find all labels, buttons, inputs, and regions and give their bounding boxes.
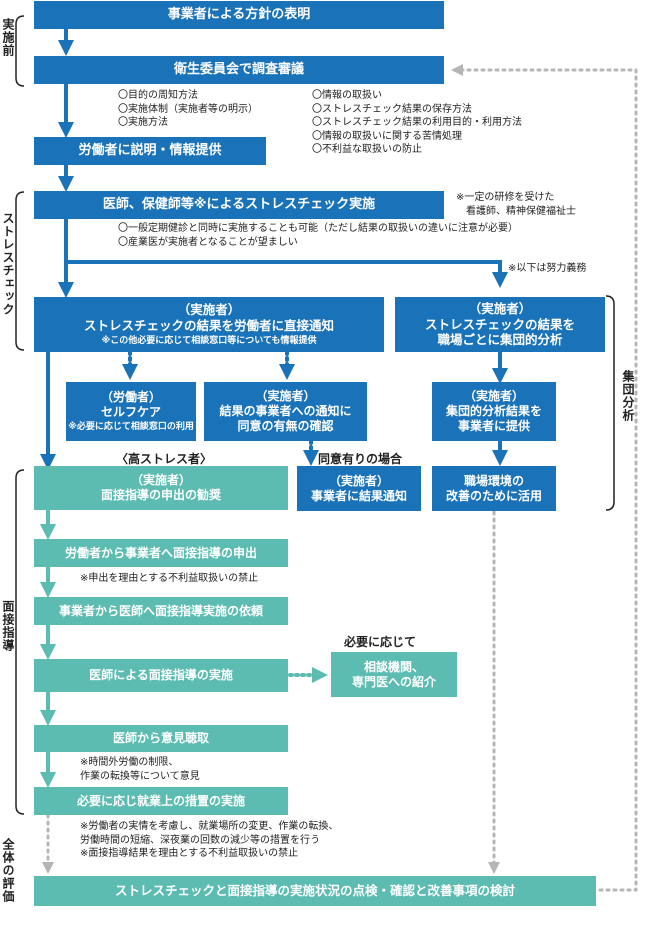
- review-box: ストレスチェックと面接指導の実施状況の点検・確認と改善事項の検討: [34, 876, 596, 906]
- group-line2: 職場ごとに集団的分析: [437, 332, 563, 348]
- notify-role: （実施者）: [328, 473, 389, 488]
- request-box: 労働者から事業者へ面接指導の申出: [34, 539, 288, 567]
- note-line: ※時間外労働の制限、: [80, 757, 179, 768]
- explain-text: 労働者に説明・情報提供: [78, 142, 222, 158]
- improve-line1: 職場環境の: [463, 473, 524, 488]
- bracket-interview: [15, 469, 25, 815]
- note-line: 〇情報の取扱いに関する苦情処理: [312, 130, 462, 142]
- consent-role: （実施者）: [255, 389, 316, 403]
- phase-before-label: 実施前: [1, 18, 15, 57]
- consent-line2: 同意の有無の確認: [237, 419, 334, 433]
- note-line: 〇目的の周知方法: [118, 90, 198, 101]
- direct-notify-text: ストレスチェックの結果を労働者に直接通知: [83, 317, 334, 333]
- consent-box: （実施者） 結果の事業者への通知に 同意の有無の確認: [204, 382, 367, 441]
- trained-note: ※一定の研修を受けた 看護師、精神保健福祉士: [456, 191, 576, 218]
- consent-yes-label: 同意有りの場合: [318, 452, 403, 466]
- direct-notify-sub: ※この他必要に応じて相談窓口等についても情報提供: [101, 335, 317, 346]
- note-line: 〇不利益な取扱いの防止: [312, 144, 422, 155]
- note-line: 〇実施体制（実施者等の明示）: [118, 103, 258, 115]
- explain-box: 労働者に説明・情報提供: [34, 137, 266, 165]
- policy-box: 事業者による方針の表明: [34, 1, 444, 29]
- recommend-text: 面接指導の申出の勧奨: [100, 488, 221, 502]
- group-analysis-box: （実施者） ストレスチェックの結果を 職場ごとに集団的分析: [395, 297, 605, 352]
- consent-line1: 結果の事業者への通知に: [219, 404, 352, 418]
- opinion-box: 医師から意見聴取: [34, 725, 288, 752]
- bracket-before: [15, 15, 25, 87]
- phase-interview-label: 面接指導: [1, 600, 15, 652]
- note-line: ※面接指導結果を理由とする不利益取扱いの禁止: [80, 848, 299, 859]
- recommend-box: （実施者） 面接指導の申出の勧奨: [34, 466, 288, 510]
- opinion-text: 医師から意見聴取: [112, 731, 209, 745]
- provide-role: （実施者）: [463, 389, 524, 403]
- implement-box: 医師、保健師等※によるストレスチェック実施: [34, 191, 444, 219]
- doctor-interview-text: 医師による面接指導の実施: [89, 668, 233, 682]
- policy-text: 事業者による方針の表明: [167, 6, 311, 22]
- note-line: ※労働者の実情を考慮し、就業場所の変更、作業の転換、: [80, 821, 339, 832]
- request-note: ※申出を理由とする不利益取扱いの禁止: [80, 573, 259, 584]
- bracket-group: [605, 295, 615, 511]
- note-line: 〇情報の取扱い: [312, 90, 382, 101]
- phase-overall-label: 全体の評価: [1, 838, 15, 903]
- provide-line2: 事業者に提供: [457, 419, 530, 433]
- arrow-implement-group: [66, 260, 508, 288]
- referral-line2: 専門医への紹介: [351, 674, 436, 689]
- high-stress-label: 〈高ストレス者〉: [116, 452, 213, 466]
- ask-doctor-text: 事業者から医師へ面接指導実施の依頼: [58, 603, 263, 618]
- as-needed-label: 必要に応じて: [344, 635, 417, 649]
- committee-box: 衛生委員会で調査審議: [34, 56, 444, 84]
- note-line: 労働時間の短縮、深夜業の回数の減少等の措置を行う: [80, 834, 320, 846]
- review-text: ストレスチェックと面接指導の実施状況の点検・確認と改善事項の検討: [114, 883, 515, 899]
- phase-stress-check-label: ストレスチェック: [1, 212, 15, 316]
- request-text: 労働者から事業者へ面接指導の申出: [64, 545, 257, 560]
- measures-box: 必要に応じ就業上の措置の実施: [34, 787, 288, 815]
- measures-text: 必要に応じ就業上の措置の実施: [76, 793, 245, 808]
- selfcare-box: （労働者） セルフケア ※必要に応じて相談窓口の利用: [66, 382, 196, 441]
- selfcare-sub: ※必要に応じて相談窓口の利用: [68, 421, 194, 432]
- note-line: 作業の転換等について意見: [80, 770, 200, 782]
- phase-group-analysis-label: 集団分析: [621, 370, 635, 422]
- committee-notes-left: 〇目的の周知方法 〇実施体制（実施者等の明示） 〇実施方法: [118, 89, 258, 130]
- doctor-interview-box: 医師による面接指導の実施: [34, 659, 288, 692]
- notify-box: （実施者） 事業者に結果通知: [297, 466, 421, 511]
- improve-box: 職場環境の 改善のために活用: [432, 466, 556, 511]
- committee-notes-right: 〇情報の取扱い 〇ストレスチェック結果の保存方法 〇ストレスチェック結果の利用目…: [312, 89, 522, 157]
- note-line: 〇ストレスチェック結果の利用目的・利用方法: [312, 117, 522, 128]
- opinion-notes: ※時間外労働の制限、 作業の転換等について意見: [80, 756, 200, 783]
- group-role: （実施者）: [468, 301, 532, 317]
- implement-text: 医師、保健師等※によるストレスチェック実施: [102, 196, 376, 212]
- bracket-stress-check: [15, 191, 25, 351]
- provide-box: （実施者） 集団的分析結果を 事業者に提供: [432, 382, 556, 441]
- implement-notes: 〇一般定期健診と同時に実施することも可能（ただし結果の取扱いの違いに注意が必要）…: [118, 222, 518, 249]
- dotted-feedback-loop: [451, 64, 638, 892]
- direct-notify-box: （実施者） ストレスチェックの結果を労働者に直接通知 ※この他必要に応じて相談窓…: [34, 297, 384, 352]
- note-line: 〇一般定期健診と同時に実施することも可能（ただし結果の取扱いの違いに注意が必要）: [118, 223, 518, 234]
- improve-line2: 改善のために活用: [445, 488, 542, 503]
- recommend-role: （実施者）: [130, 473, 191, 487]
- provide-line1: 集団的分析結果を: [445, 404, 542, 418]
- selfcare-text: セルフケア: [100, 404, 161, 419]
- note-line: 〇ストレスチェック結果の保存方法: [312, 103, 472, 115]
- committee-text: 衛生委員会で調査審議: [173, 61, 304, 77]
- direct-notify-role: （実施者）: [177, 302, 241, 318]
- note-line: 〇実施方法: [118, 117, 168, 128]
- referral-box: 相談機関、 専門医への紹介: [331, 652, 457, 697]
- ask-doctor-box: 事業者から医師へ面接指導実施の依頼: [34, 597, 288, 625]
- selfcare-role: （労働者）: [100, 389, 161, 404]
- note-line: ※一定の研修を受けた: [456, 192, 555, 203]
- effort-note: ※以下は努力義務: [508, 263, 587, 274]
- note-line: 看護師、精神保健福祉士: [466, 205, 576, 217]
- referral-line1: 相談機関、: [363, 659, 424, 674]
- group-line1: ストレスチェックの結果を: [424, 316, 575, 332]
- note-line: 〇産業医が実施者となることが望ましい: [118, 236, 298, 248]
- notify-text: 事業者に結果通知: [310, 488, 407, 503]
- measures-notes: ※労働者の実情を考慮し、就業場所の変更、作業の転換、 労働時間の短縮、深夜業の回…: [80, 820, 338, 861]
